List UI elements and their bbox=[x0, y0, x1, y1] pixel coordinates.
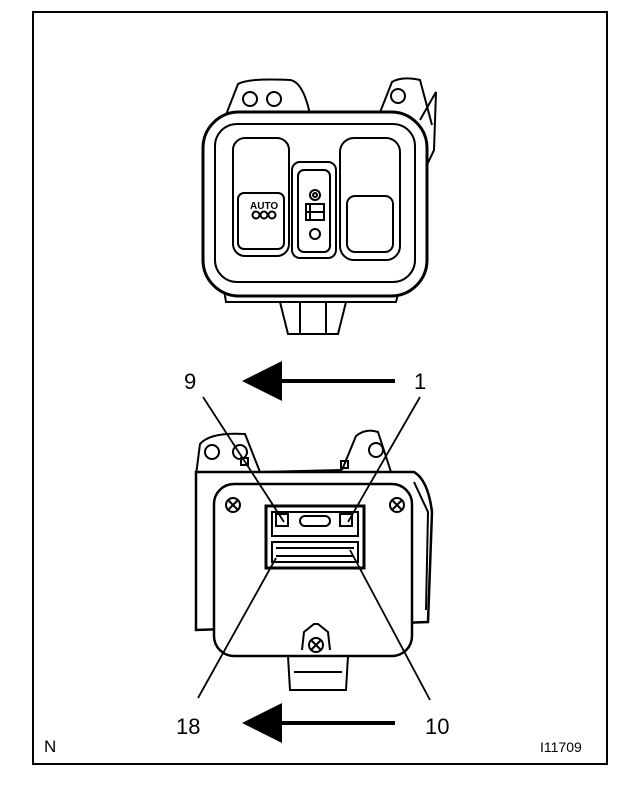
leader-pin-18 bbox=[197, 557, 277, 699]
switch-front-view bbox=[201, 77, 437, 335]
pin-label-10: 10 bbox=[425, 714, 449, 739]
pin-label-9: 9 bbox=[184, 369, 196, 394]
pin-leader-lines bbox=[197, 396, 431, 701]
leader-pin-9 bbox=[202, 396, 285, 523]
pin-label-18: 18 bbox=[176, 714, 200, 739]
figure-id: I11709 bbox=[540, 739, 582, 755]
switch-rear-view bbox=[194, 429, 434, 691]
leader-pin-1 bbox=[347, 396, 421, 523]
figure-frame bbox=[32, 11, 608, 765]
auto-label: AUTO bbox=[250, 201, 278, 212]
leader-pin-10 bbox=[349, 549, 431, 701]
corner-code: N bbox=[44, 737, 56, 756]
pin-label-1: 1 bbox=[414, 369, 426, 394]
